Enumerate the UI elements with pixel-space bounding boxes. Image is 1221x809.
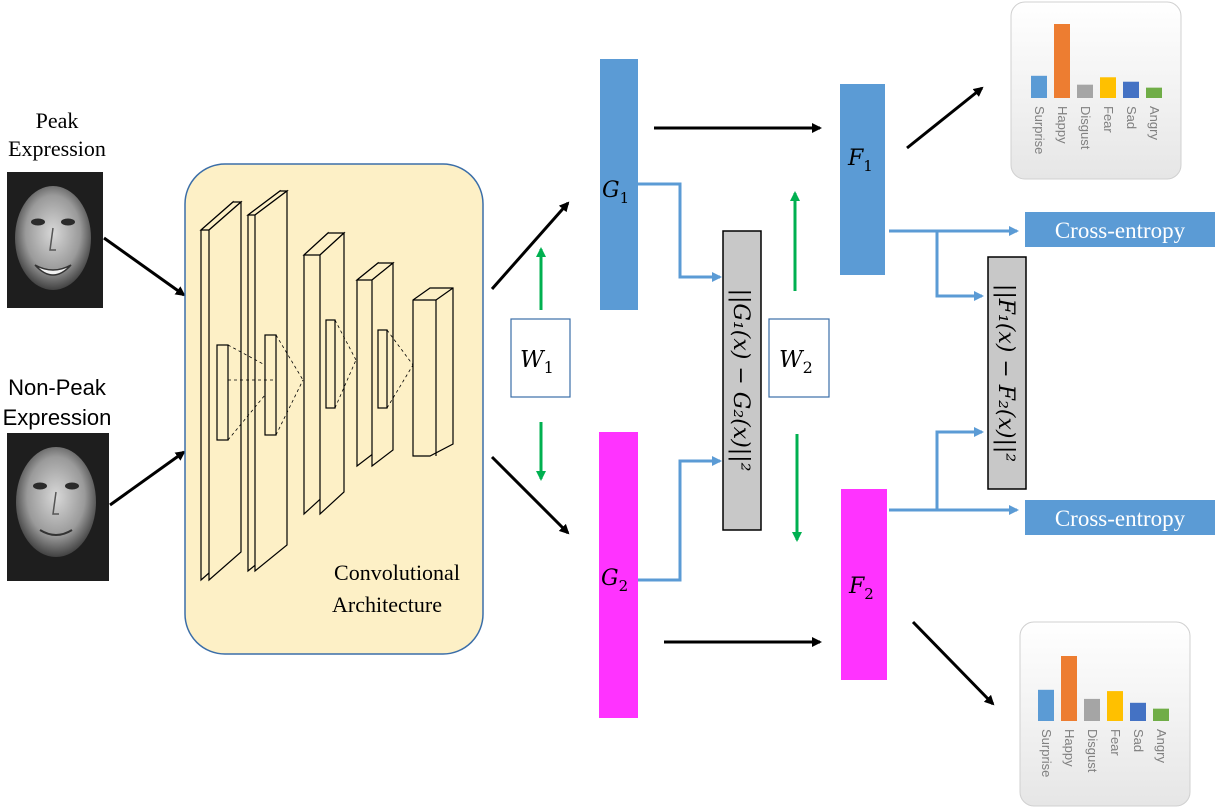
chart-tick-sad: Sad (1131, 729, 1146, 752)
backbone-label-line2: Architecture (332, 592, 442, 617)
g-loss-box (722, 230, 762, 531)
f2-to-floss-connector (935, 427, 984, 510)
g1-to-gloss-connector (638, 182, 722, 282)
chart-tick-fear: Fear (1108, 729, 1123, 756)
w2-box (768, 318, 830, 398)
f-loss-label: ||F₁(x) − F₂(x)||² (993, 284, 1018, 462)
chart-bar-angry (1153, 708, 1169, 721)
chart-bar-happy (1054, 24, 1070, 98)
chart-tick-disgust: Disgust (1085, 729, 1100, 773)
chart-bar-fear (1107, 691, 1123, 721)
g1-block (600, 59, 638, 310)
ce-top-label: Cross-entropy (1055, 218, 1186, 243)
g2-to-gloss-connector (638, 456, 722, 582)
chart-tick-surprise: Surprise (1039, 729, 1054, 777)
conv-layers-illustration (199, 189, 454, 582)
g2-block (599, 432, 638, 718)
ce-top-box (1025, 212, 1215, 247)
f2-to-chart-arrow (911, 620, 995, 706)
chart-bar-sad (1123, 81, 1139, 98)
ce-bottom-label: Cross-entropy (1055, 506, 1186, 531)
chart-bar-disgust (1084, 698, 1100, 721)
w1-box (510, 318, 571, 398)
chart-tick-happy: Happy (1055, 106, 1070, 144)
chart-bar-surprise (1031, 75, 1047, 98)
nonpeak-face-image (7, 433, 109, 581)
f2-label: F2 (848, 574, 874, 603)
bottom-output-chart: Surprise Happy Disgust Fear Sad Angry (1019, 621, 1191, 807)
nonpeak-label-line2: Expression (3, 405, 112, 430)
top-chart-bars: Surprise Happy Disgust Fear Sad Angry (1031, 24, 1162, 154)
nonpeak-label-line1: Non-Peak (8, 375, 107, 400)
peak-face-image (7, 172, 103, 308)
chart-bar-fear (1100, 77, 1116, 98)
f1-label: F1 (847, 146, 873, 175)
chart-tick-angry: Angry (1154, 729, 1169, 763)
chart-tick-surprise: Surprise (1032, 106, 1047, 154)
f-loss-box (987, 256, 1027, 490)
g2-label: G2 (601, 566, 628, 595)
bottom-chart-bars: Surprise Happy Disgust Fear Sad Angry (1038, 656, 1169, 777)
chart-bar-sad (1130, 702, 1146, 721)
w2-label: W2 (779, 347, 813, 377)
chart-bar-angry (1146, 87, 1162, 98)
ce-bottom-box (1025, 500, 1215, 535)
chart-bar-surprise (1038, 689, 1054, 721)
chart-bar-disgust (1077, 84, 1093, 98)
top-output-chart: Surprise Happy Disgust Fear Sad Angry (1010, 1, 1182, 180)
peak-label-line1: Peak (36, 108, 79, 133)
conv-kernel-projections (227, 319, 414, 441)
chart-bar-happy (1061, 656, 1077, 721)
g1-label: G1 (602, 178, 629, 207)
nonpeak-to-backbone-arrow (109, 450, 186, 507)
f1-to-chart-arrow (906, 86, 984, 150)
f1-block (840, 84, 885, 275)
chart-tick-fear: Fear (1101, 106, 1116, 133)
backbone-label-line1: Convolutional (334, 560, 460, 585)
w1-label: W1 (520, 347, 554, 377)
f1-to-floss-connector (935, 231, 984, 301)
f2-block (841, 489, 887, 680)
peak-label-line2: Expression (8, 136, 106, 161)
chart-tick-happy: Happy (1062, 729, 1077, 767)
backbone-to-g1-arrow (490, 201, 570, 290)
backbone-to-g2-arrow (490, 455, 570, 535)
g-loss-label: ||G₁(x) − G₂(x)||² (728, 289, 753, 472)
chart-tick-angry: Angry (1147, 106, 1162, 140)
chart-tick-sad: Sad (1124, 106, 1139, 129)
chart-tick-disgust: Disgust (1078, 106, 1093, 150)
peak-to-backbone-arrow (103, 236, 186, 297)
